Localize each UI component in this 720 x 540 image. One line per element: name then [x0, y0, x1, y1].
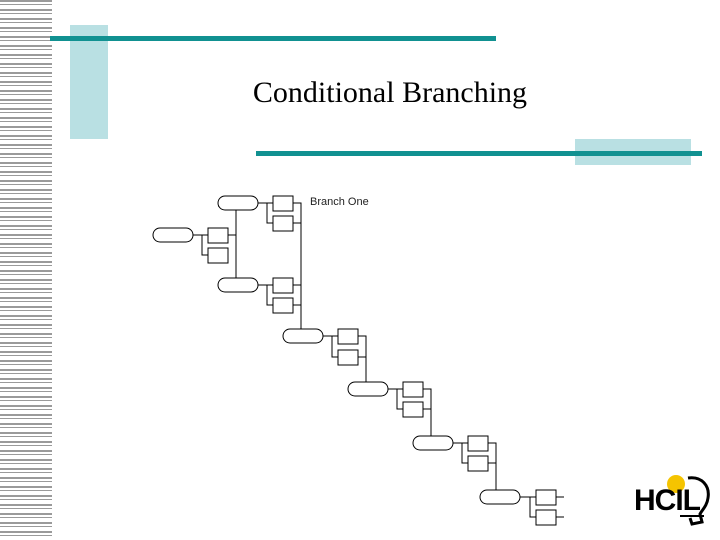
connector: [331, 335, 367, 390]
root-node: [152, 227, 194, 243]
branch-node: [217, 277, 259, 293]
condition-box: [535, 509, 557, 526]
condition-box: [402, 401, 424, 418]
branch-node: [479, 489, 521, 505]
logo-text: HCIL: [634, 484, 701, 517]
title-accent-block-left: [70, 25, 108, 139]
connector: [201, 205, 237, 286]
page-title: Conditional Branching: [252, 76, 528, 109]
connector: [461, 442, 497, 498]
branch-node: [412, 435, 454, 451]
condition-box: [272, 297, 294, 314]
condition-box: [467, 435, 489, 452]
striped-sidebar: [0, 0, 52, 540]
condition-box: [337, 328, 359, 345]
hcil-logo: HCIL: [632, 472, 714, 528]
condition-box: [272, 215, 294, 232]
condition-box: [207, 247, 229, 264]
title-accent-bar-top: [50, 36, 496, 41]
head-profile-icon: [667, 475, 710, 526]
branch-node: [282, 328, 324, 344]
connector: [396, 388, 432, 444]
condition-box: [337, 349, 359, 366]
connector: [266, 202, 302, 337]
condition-box: [207, 227, 229, 244]
condition-box: [402, 381, 424, 398]
connector: [529, 496, 564, 518]
condition-box: [535, 489, 557, 506]
branch-node: [347, 381, 389, 397]
condition-box: [272, 277, 294, 294]
condition-box: [272, 195, 294, 212]
condition-box: [467, 455, 489, 472]
branch-node: [217, 195, 259, 211]
connector: [266, 284, 301, 306]
branch-one-label: Branch One: [310, 196, 369, 208]
title-accent-bar-bottom: [256, 151, 702, 156]
